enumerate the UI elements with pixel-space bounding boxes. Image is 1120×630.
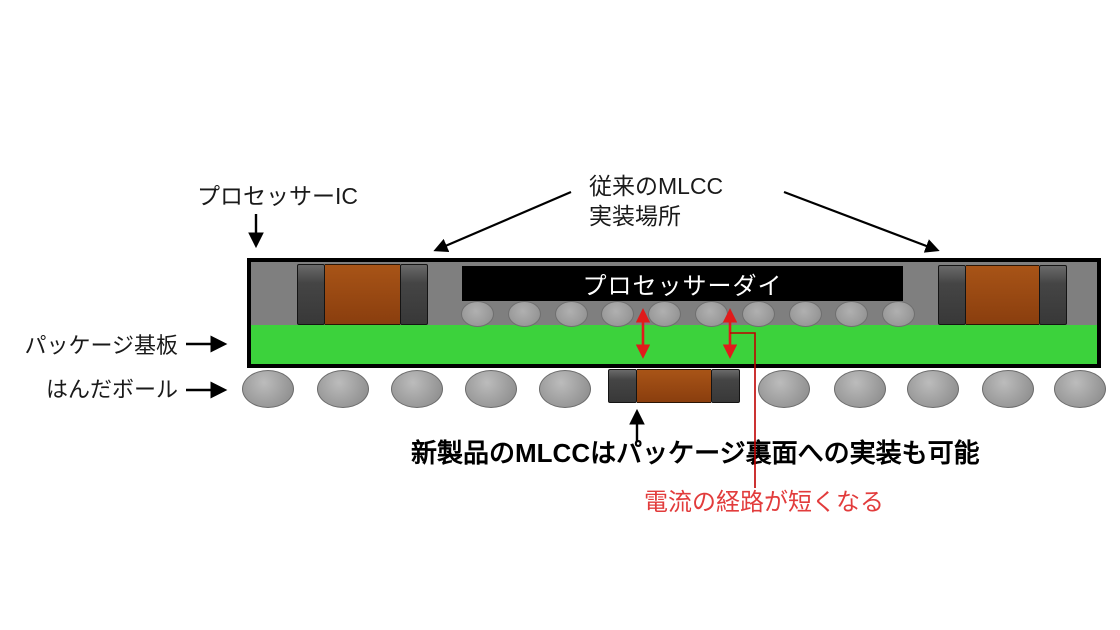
solder-ball (242, 370, 294, 408)
mlcc-terminal (1039, 265, 1067, 325)
conventional-mlcc-right-arrow (783, 190, 940, 253)
mlcc-terminal (400, 264, 428, 325)
solder-ball (1054, 370, 1106, 408)
mlcc-terminal (938, 265, 966, 325)
mlcc-top-right (938, 265, 1067, 325)
solder-ball (465, 370, 517, 408)
die-bump (461, 301, 494, 327)
die-bump (601, 301, 635, 327)
mlcc-body (966, 265, 1039, 325)
conventional-mlcc-label: 従来のMLCC 実装場所 (589, 171, 723, 231)
mlcc-body (637, 369, 711, 403)
solder-ball (834, 370, 886, 408)
package-substrate-label: パッケージ基板 (24, 333, 178, 358)
solder-ball (758, 370, 810, 408)
die-bump (507, 301, 541, 327)
die-bump (695, 301, 728, 327)
conventional-mlcc-label-line1: 従来のMLCC (589, 173, 724, 199)
mlcc-terminal (711, 369, 740, 403)
processor-ic-label: プロセッサーIC (197, 183, 358, 209)
solder-ball (391, 370, 443, 408)
die-bump (882, 301, 916, 327)
conventional-mlcc-left-arrow (433, 190, 572, 253)
solder-ball (982, 370, 1034, 408)
solder-ball-label: はんだボール (45, 377, 178, 402)
solder-ball (539, 370, 591, 408)
new-mlcc-note: 新製品のMLCCはパッケージ裏面への実装も可能 (411, 438, 980, 468)
die-bump (741, 301, 775, 327)
mlcc-body (325, 264, 400, 325)
current-path-note: 電流の経路が短くなる (644, 489, 884, 516)
processor-die: プロセッサーダイ (462, 266, 903, 301)
mlcc-terminal (297, 264, 325, 325)
die-bump (788, 301, 822, 327)
mlcc-terminal (608, 369, 637, 403)
solder-ball (907, 370, 959, 408)
mlcc-top-left (297, 264, 428, 325)
mlcc-bottom (608, 369, 740, 403)
processor-die-label: プロセッサーダイ (582, 273, 783, 300)
die-bump (648, 301, 682, 327)
die-bump (835, 301, 869, 327)
package-substrate-layer (251, 325, 1097, 364)
conventional-mlcc-label-line2: 実装場所 (589, 203, 681, 229)
die-bump (554, 301, 588, 327)
solder-ball (317, 370, 369, 408)
